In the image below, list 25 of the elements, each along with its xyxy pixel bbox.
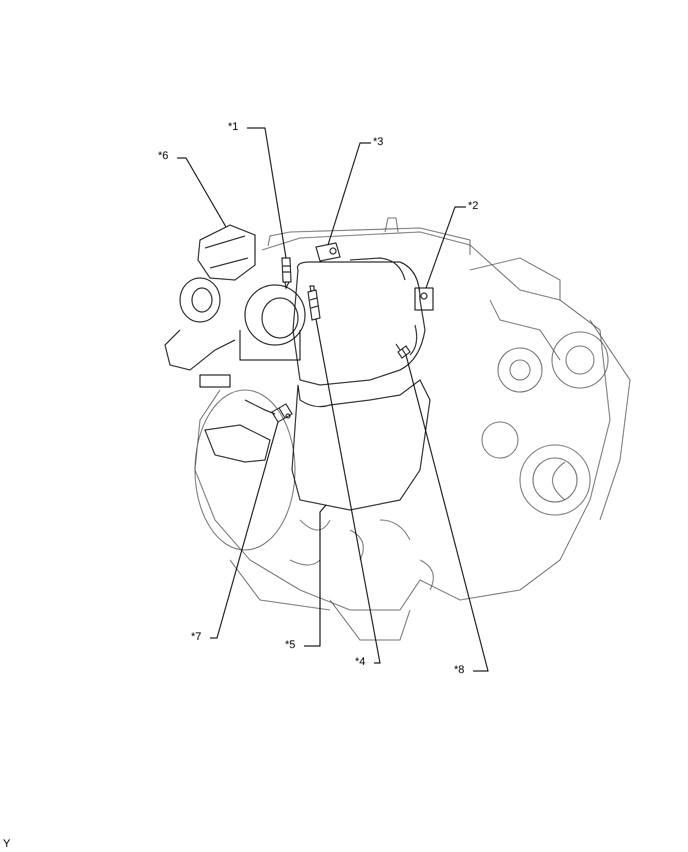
callout-number: *8 xyxy=(454,664,464,677)
leader-line xyxy=(426,206,466,288)
callout-number: *6 xyxy=(158,150,168,163)
figure-code: Y xyxy=(3,838,10,851)
callout-number: *3 xyxy=(373,136,384,149)
leader-line xyxy=(328,142,372,246)
callout-number: *4 xyxy=(355,656,366,669)
callout-number: *1 xyxy=(228,121,238,134)
sensor-drawing xyxy=(315,242,341,262)
sensor-drawing xyxy=(281,258,292,290)
leader-line xyxy=(176,158,226,228)
actuator-drawing xyxy=(197,224,256,281)
callout-number: *5 xyxy=(285,639,296,652)
converter-drawing xyxy=(292,380,430,510)
leader-line xyxy=(246,128,286,258)
sensor-drawing xyxy=(307,286,321,321)
callout-number: *7 xyxy=(191,631,202,644)
sensor-drawing xyxy=(271,403,293,423)
sensor-drawing xyxy=(414,288,434,310)
leader-line xyxy=(210,422,278,638)
leader-line xyxy=(316,318,381,664)
sensor-drawing xyxy=(396,344,411,359)
callout-number: *2 xyxy=(468,200,478,213)
leader-line xyxy=(304,504,326,646)
leader-line xyxy=(406,354,489,672)
